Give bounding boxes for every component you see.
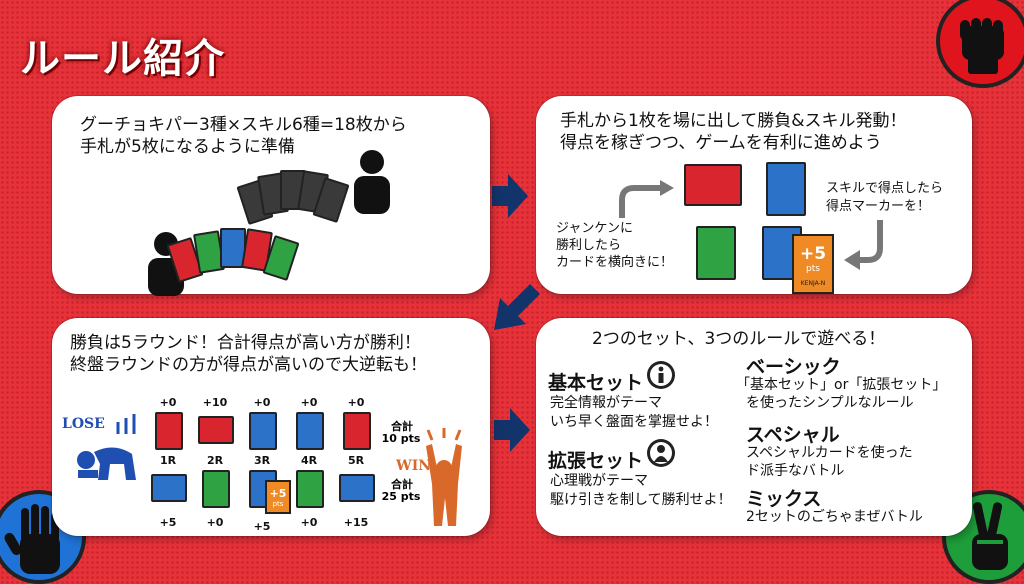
rule-special-desc-2: ド派手なバトル: [746, 463, 845, 479]
lose-label: LOSE: [62, 416, 105, 432]
arrow-right-icon: [492, 174, 528, 218]
win-figure-icon: [426, 428, 462, 526]
round-card: [151, 474, 187, 502]
bottom-total: 25 pts: [381, 490, 421, 503]
bottom-point: +0: [300, 516, 318, 529]
bottom-point: +15: [343, 516, 369, 529]
janken-text-1: ジャンケンに: [556, 221, 633, 236]
bust-icon: [647, 439, 675, 467]
scissors-hand-icon: [942, 490, 1024, 584]
round-card: [296, 412, 324, 450]
played-card: [696, 226, 736, 280]
round-label: 2R: [206, 454, 224, 467]
top-point: +0: [159, 396, 177, 409]
person-icon: [354, 150, 390, 214]
rule-mix-desc-1: 2セットのごちゃまぜバトル: [746, 509, 923, 525]
skill-text-1: スキルで得点したら: [826, 181, 944, 196]
rule-mix-title: ミックス: [746, 488, 822, 510]
panel-battle: 手札から1枚を場に出して勝負&スキル発動！ 得点を稼ぎつつ、ゲームを有利に進めよ…: [536, 96, 972, 294]
top-point: +0: [300, 396, 318, 409]
top-total: 10 pts: [381, 432, 421, 445]
curved-arrow-icon: [844, 220, 883, 270]
round-label: 3R: [253, 454, 271, 467]
panel-scoring: 勝負は5ラウンド！合計得点が高い方が勝利！ 終盤ラウンドの方が得点が高いので大逆…: [52, 318, 490, 536]
bottom-point: +0: [206, 516, 224, 529]
scoring-text-2: 終盤ラウンドの方が得点が高いので大逆転も！: [70, 355, 427, 375]
rule-basic-desc-2: を使ったシンプルなルール: [746, 395, 914, 411]
rules-heading: 2つのセット、3つのルールで遊べる！: [592, 329, 886, 349]
arrow-right-icon: [494, 408, 530, 452]
bottom-point: +5: [253, 520, 271, 533]
top-total-label: 合計: [391, 420, 413, 433]
played-card: [766, 162, 806, 216]
ext-desc-2: 駆け引きを制して勝利せよ！: [550, 492, 732, 508]
basic-set-label: 基本セット: [548, 372, 644, 394]
janken-text-2: 勝利したら: [556, 238, 622, 253]
top-point: +10: [202, 396, 228, 409]
preparation-text-2: 手札が5枚になるように準備: [80, 137, 295, 157]
round-card: [155, 412, 183, 450]
top-point: +0: [253, 396, 271, 409]
curved-arrow-icon: [619, 180, 674, 218]
round-card: [202, 470, 230, 508]
page-title: ルール紹介: [20, 36, 225, 82]
round-label: 5R: [347, 454, 365, 467]
basic-desc-2: いち早く盤面を掌握せよ！: [550, 414, 718, 430]
rock-hand-icon: [936, 0, 1024, 88]
opponent-hand: [236, 168, 352, 226]
round-card: [339, 474, 375, 502]
rule-special-title: スペシャル: [746, 424, 840, 446]
win-label: WIN: [396, 458, 432, 474]
round-card: [296, 470, 324, 508]
battle-text-1: 手札から1枚を場に出して勝負&スキル発動！: [560, 111, 907, 131]
bottom-point: +5: [159, 516, 177, 529]
round-label: 4R: [300, 454, 318, 467]
rule-basic-desc-1: 「基本セット」or「拡張セット」: [736, 377, 947, 393]
score-marker: +5 pts: [265, 480, 291, 514]
info-icon: [647, 361, 675, 389]
panel-preparation: グーチョキパー3種×スキル6種=18枚から 手札が5枚になるように準備: [52, 96, 490, 296]
preparation-text-1: グーチョキパー3種×スキル6種=18枚から: [80, 115, 407, 135]
round-card: [343, 412, 371, 450]
lose-figure-icon: [77, 447, 136, 480]
basic-desc-1: 完全情報がテーマ: [550, 395, 662, 411]
top-point: +0: [347, 396, 365, 409]
round-label: 1R: [159, 454, 177, 467]
scoring-text-1: 勝負は5ラウンド！合計得点が高い方が勝利！: [70, 333, 421, 353]
player-hand: [166, 226, 302, 286]
arrow-down-left-icon: [494, 284, 540, 330]
bottom-total-label: 合計: [391, 478, 413, 491]
panel-rules: 2つのセット、3つのルールで遊べる！ 基本セット 完全情報がテーマ いち早く盤面…: [536, 318, 972, 536]
rule-special-desc-1: スペシャルカードを使った: [746, 445, 913, 461]
ext-desc-1: 心理戦がテーマ: [550, 473, 648, 489]
played-card: [684, 164, 742, 206]
lose-lines-icon: [116, 414, 136, 434]
score-marker: +5 pts KENJA-N: [792, 234, 834, 294]
round-card: [249, 412, 277, 450]
rule-basic-title: ベーシック: [746, 356, 841, 378]
ext-set-label: 拡張セット: [548, 450, 644, 472]
skill-text-2: 得点マーカーを！: [826, 199, 931, 214]
janken-text-3: カードを横向きに！: [556, 255, 674, 270]
round-card: [198, 416, 234, 444]
battle-text-2: 得点を稼ぎつつ、ゲームを有利に進めよう: [560, 133, 882, 153]
